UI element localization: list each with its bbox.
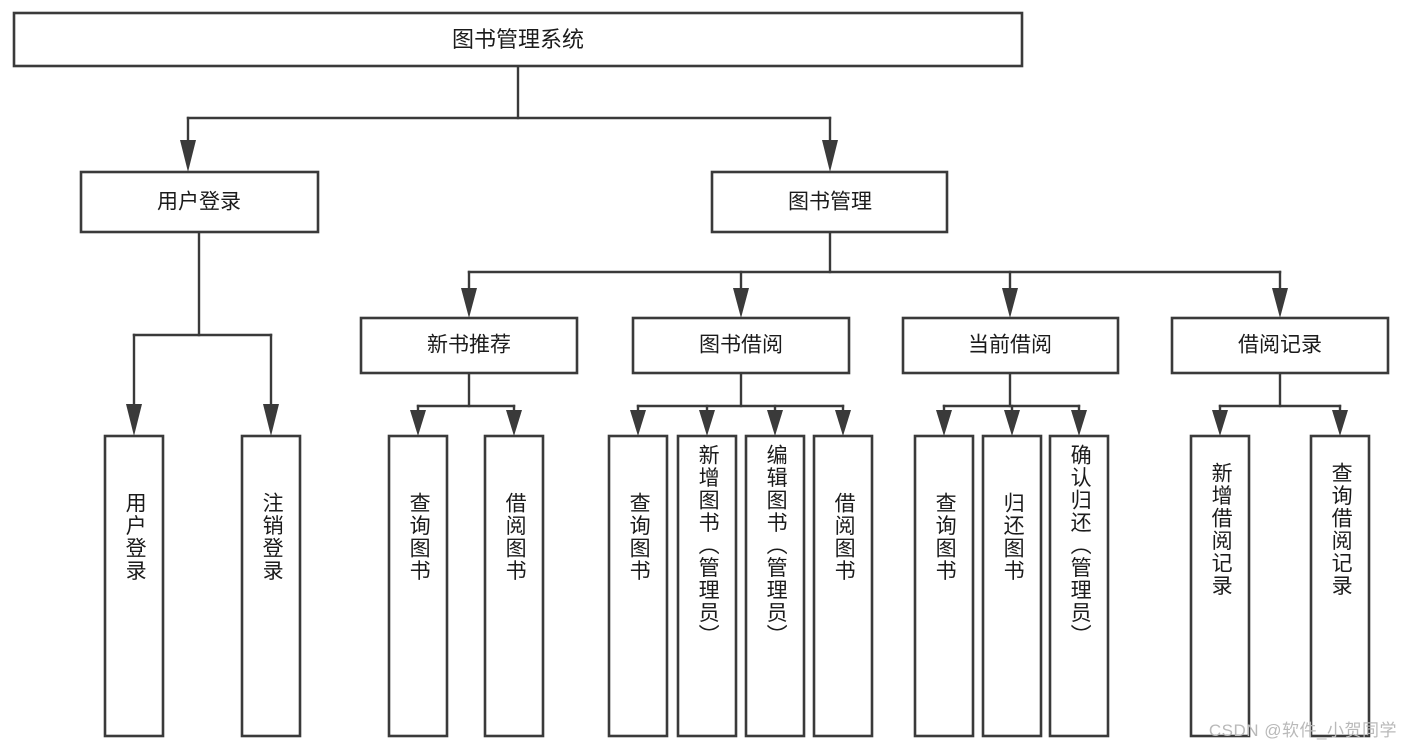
leaf-box-bookborrow-2[interactable] (676, 434, 738, 738)
leaf-box-bookborrow-4[interactable] (812, 434, 874, 738)
node-root-label: 图书管理系统 (452, 27, 584, 52)
node-new-book-recommend[interactable]: 新书推荐 (359, 316, 579, 375)
arrow-bookborrow-leaf-3 (767, 410, 783, 436)
node-book-borrow-label: 图书借阅 (699, 334, 783, 357)
arrow-newbook-leaf-1 (410, 410, 426, 436)
watermark-text: CSDN @软件_小贺同学 (1208, 721, 1397, 740)
arrow-bookborrow-leaf-2 (699, 410, 715, 436)
node-root[interactable]: 图书管理系统 (12, 11, 1024, 68)
connector-group (126, 64, 1348, 436)
arrow-bookborrow-leaf-4 (835, 410, 851, 436)
leaf-box-borrowrecord-1[interactable] (1189, 434, 1251, 738)
arrow-book-borrow (733, 288, 749, 318)
arrow-user-login (180, 140, 196, 172)
leaf-box-bookborrow-3[interactable] (744, 434, 806, 738)
node-borrow-record-box[interactable] (1170, 316, 1390, 375)
node-user-login-box[interactable] (79, 170, 320, 234)
arrow-currentborrow-leaf-2 (1004, 410, 1020, 436)
node-current-borrow-label: 当前借阅 (968, 334, 1052, 357)
node-user-login-label: 用户登录 (157, 191, 241, 214)
node-current-borrow[interactable]: 当前借阅 (901, 316, 1120, 375)
node-current-borrow-box[interactable] (901, 316, 1120, 375)
leaf-box-currentborrow-3[interactable] (1048, 434, 1110, 738)
leaf-box-currentborrow-1[interactable] (913, 434, 975, 738)
arrow-leaf-logout (263, 404, 279, 436)
arrow-bookborrow-leaf-1 (630, 410, 646, 436)
node-book-manage-label: 图书管理 (788, 191, 872, 214)
leaf-box-user-login-1[interactable] (103, 434, 165, 738)
node-borrow-record[interactable]: 借阅记录 (1170, 316, 1390, 375)
node-book-manage-box[interactable] (710, 170, 949, 234)
node-new-book-recommend-label: 新书推荐 (427, 334, 511, 357)
arrow-current-borrow (1002, 288, 1018, 318)
node-borrow-record-label: 借阅记录 (1238, 334, 1322, 357)
arrow-book-manage (822, 140, 838, 172)
arrow-borrowrecord-leaf-1 (1212, 410, 1228, 436)
leaf-box-bookborrow-1[interactable] (607, 434, 669, 738)
leaf-box-newbook-1[interactable] (387, 434, 449, 738)
node-new-book-recommend-box[interactable] (359, 316, 579, 375)
leaf-box-borrowrecord-2[interactable] (1309, 434, 1371, 738)
node-book-borrow-box[interactable] (631, 316, 851, 375)
arrow-borrow-record (1272, 288, 1288, 318)
arrow-leaf-user-login (126, 404, 142, 436)
leaf-boxes-group (103, 434, 1371, 738)
arrow-currentborrow-leaf-3 (1071, 410, 1087, 436)
arrow-borrowrecord-leaf-2 (1332, 410, 1348, 436)
leaf-box-user-login-2[interactable] (240, 434, 302, 738)
node-root-box[interactable] (12, 11, 1024, 68)
arrow-currentborrow-leaf-1 (936, 410, 952, 436)
leaf-box-newbook-2[interactable] (483, 434, 545, 738)
arrow-newbook-leaf-2 (506, 410, 522, 436)
node-book-manage[interactable]: 图书管理 (710, 170, 949, 234)
node-user-login[interactable]: 用户登录 (79, 170, 320, 234)
arrow-new-book-recommend (461, 288, 477, 318)
leaf-box-currentborrow-2[interactable] (981, 434, 1043, 738)
node-book-borrow[interactable]: 图书借阅 (631, 316, 851, 375)
